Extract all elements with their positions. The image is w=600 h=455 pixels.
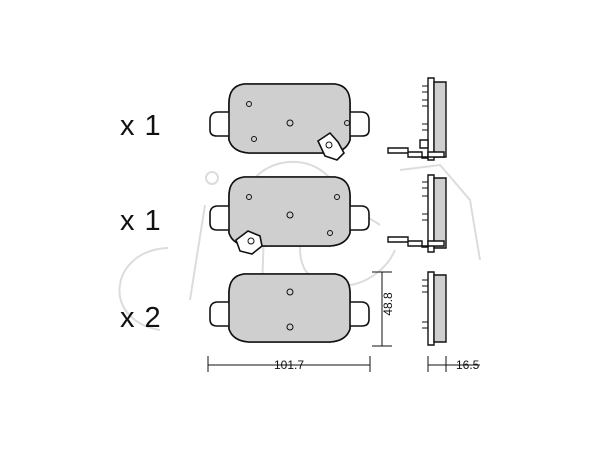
pad-row-2 — [209, 174, 447, 255]
quantity-row-2: x 1 — [120, 205, 162, 237]
width-label: 101.7 — [274, 358, 304, 372]
quantity-row-3: x 2 — [120, 302, 162, 334]
quantity-row-1: x 1 — [120, 110, 162, 142]
pad-row-3 — [209, 271, 447, 346]
side-profile-3 — [422, 271, 447, 346]
side-profile-2 — [387, 174, 447, 253]
wear-indicator-clip — [235, 230, 263, 255]
dimension-thickness: 16.5 — [427, 356, 480, 372]
thickness-label: 16.5 — [456, 358, 480, 372]
side-profile-1 — [387, 77, 447, 161]
friction-pad — [228, 273, 351, 343]
friction-pad — [228, 83, 351, 154]
height-label: 48.8 — [381, 292, 395, 316]
pad-row-1 — [209, 77, 447, 161]
dimension-width: 101.7 — [207, 356, 371, 372]
dimension-height: 48.8 — [372, 271, 395, 347]
wear-indicator-clip — [316, 131, 345, 161]
